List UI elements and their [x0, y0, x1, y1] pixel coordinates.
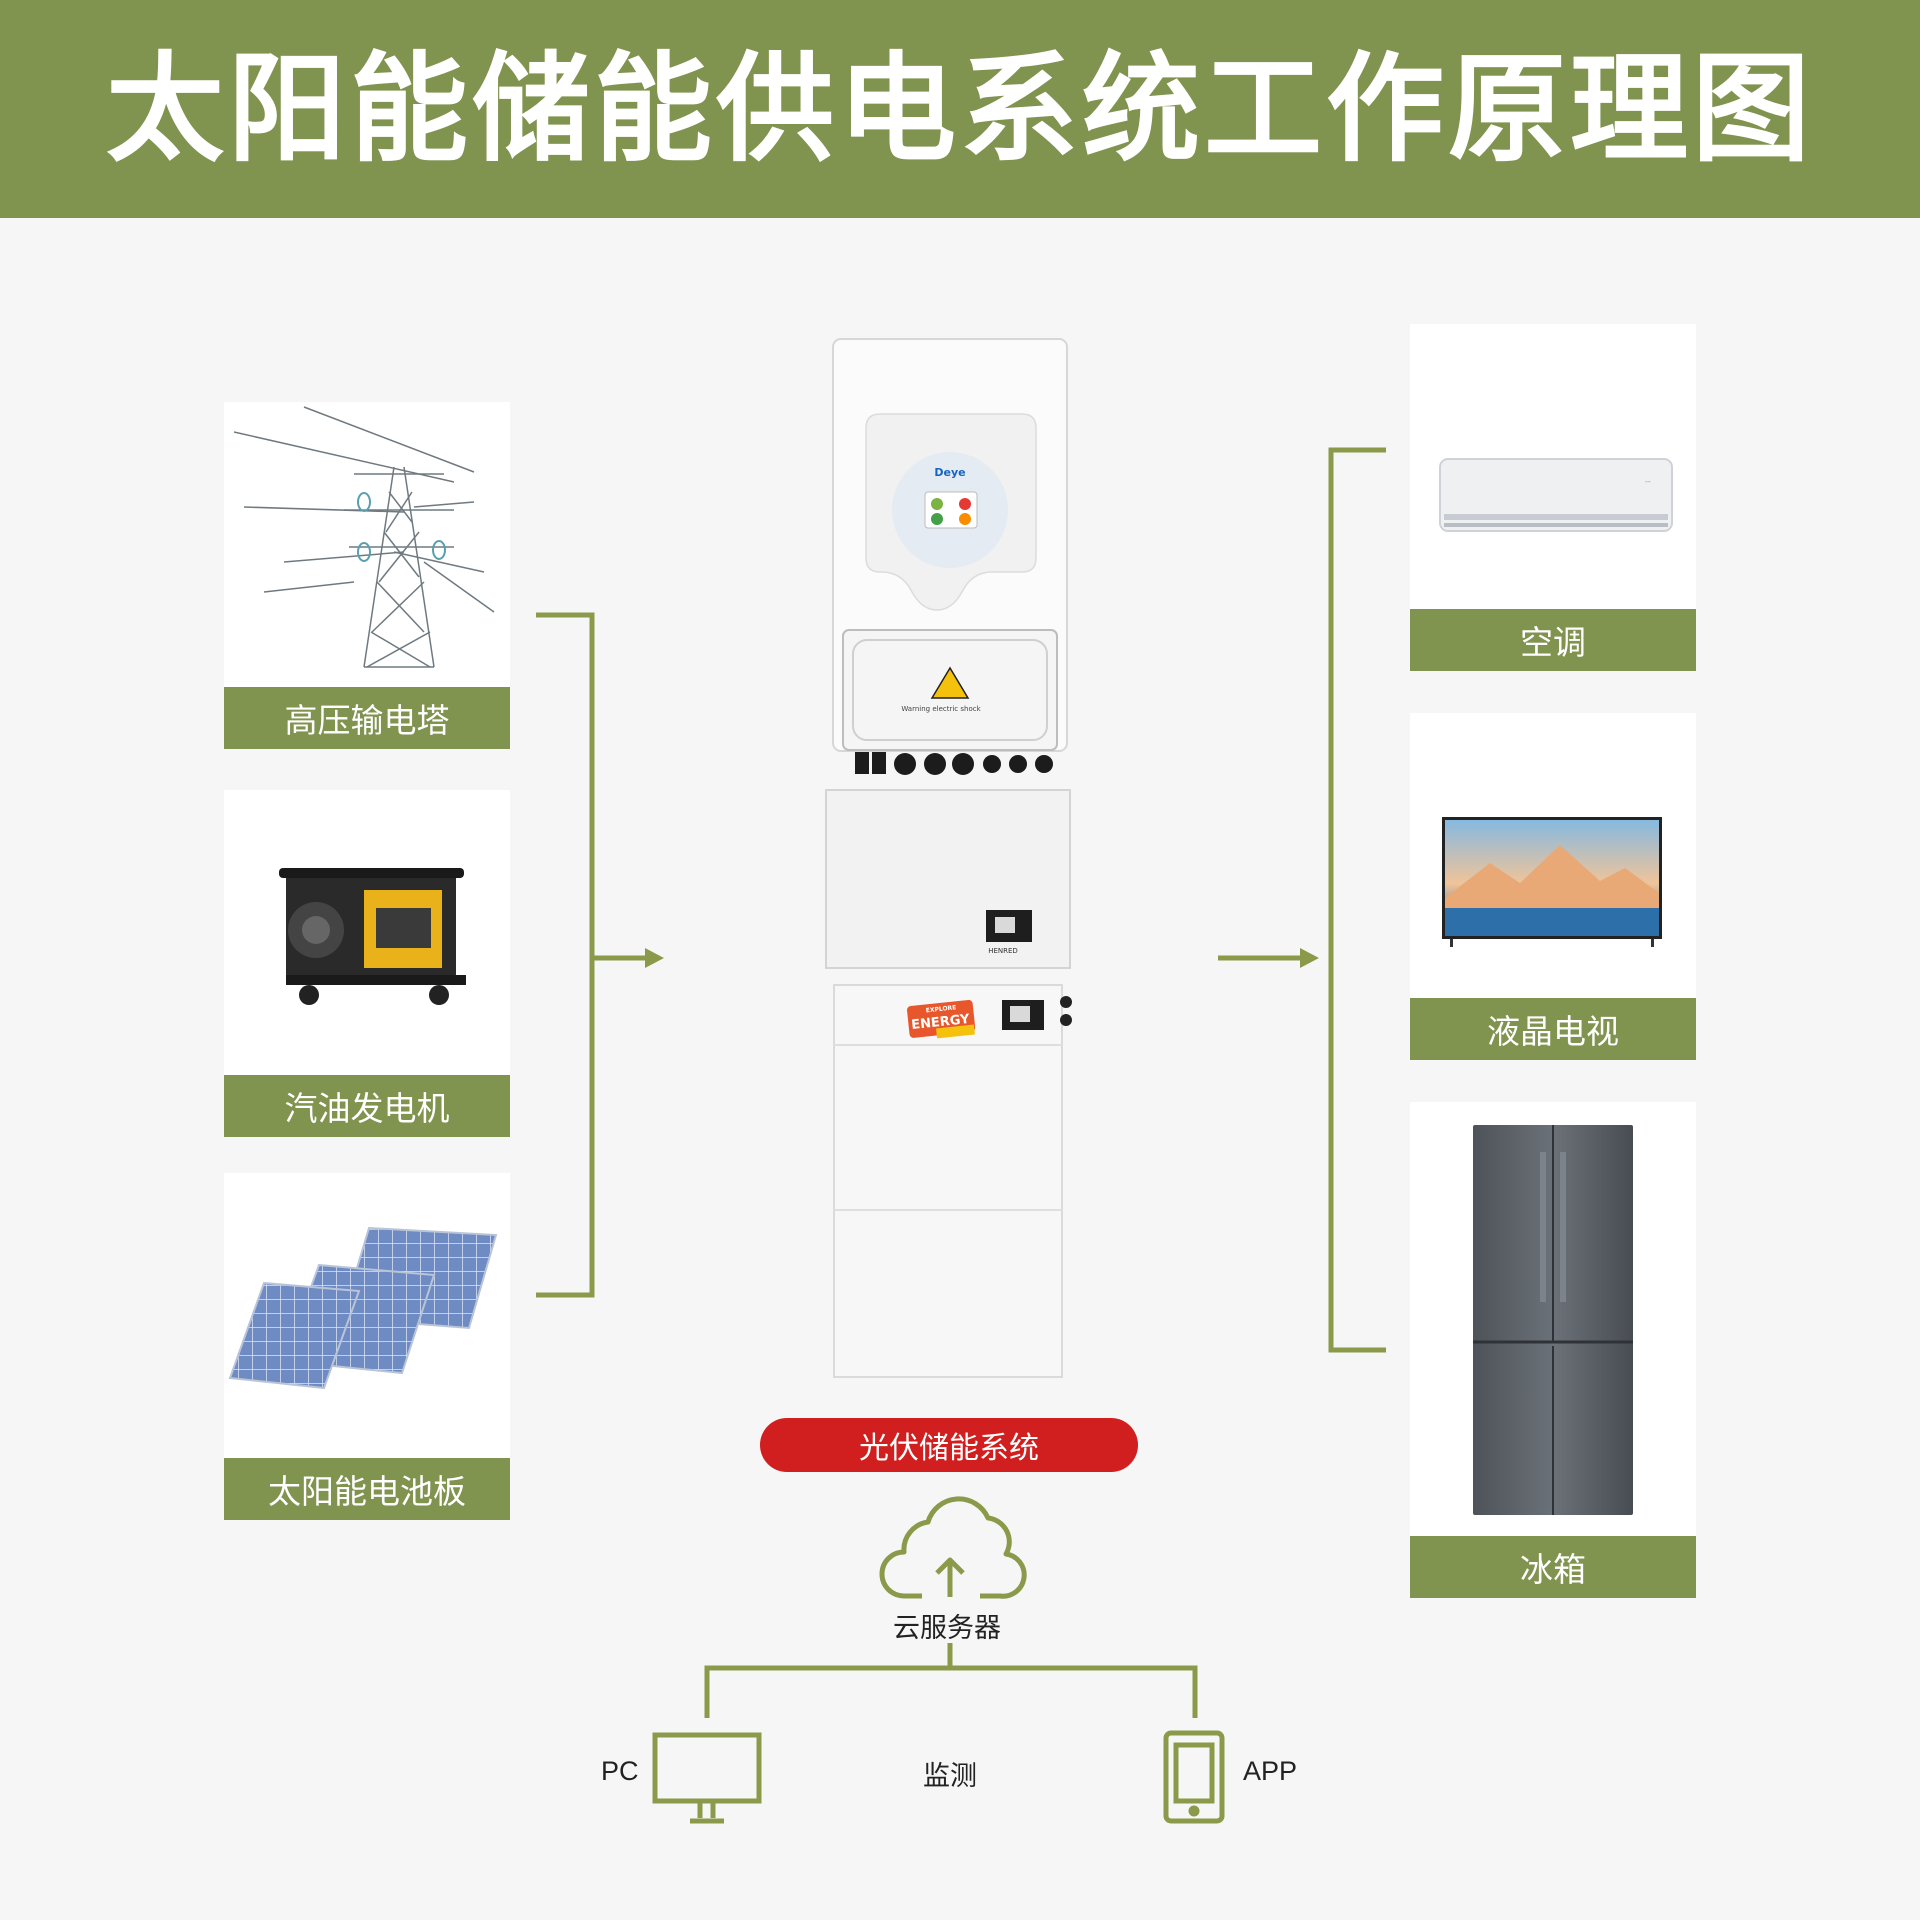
inverter-unit	[832, 338, 1068, 775]
svg-text:--: --	[1645, 477, 1651, 486]
lcd-tv-icon	[1442, 817, 1662, 947]
system-label-pill: 光伏储能系统	[760, 1418, 1138, 1472]
monitor-label: 监测	[923, 1761, 977, 1791]
connector-lines	[536, 447, 1386, 1718]
source-card-solar: 太阳能电池板	[224, 1173, 510, 1520]
inverter-brand: Deye	[934, 466, 965, 479]
cloud-upload-icon	[879, 1496, 1027, 1599]
cloud-server-label: 云服务器	[893, 1613, 1001, 1643]
page-title: 太阳能储能供电系统工作原理图	[105, 40, 1814, 178]
load-label: 冰箱	[1410, 1536, 1696, 1598]
load-label: 液晶电视	[1410, 998, 1696, 1060]
header-banner: 太阳能储能供电系统工作原理图	[0, 0, 1920, 218]
gasoline-generator-icon	[279, 868, 466, 1005]
arrow-to-loads	[1300, 948, 1319, 968]
solar-panel-icon	[228, 1226, 498, 1390]
source-label: 汽油发电机	[224, 1075, 510, 1137]
app-label: APP	[1243, 1756, 1298, 1786]
refrigerator-icon	[1473, 1125, 1633, 1515]
arrow-to-system	[645, 948, 664, 968]
source-label: 高压输电塔	[224, 687, 510, 749]
battery-module-bottom	[833, 984, 1072, 1378]
load-label: 空调	[1410, 609, 1696, 671]
battery-module-top	[825, 789, 1071, 969]
transmission-tower-icon	[233, 406, 495, 668]
source-card-tower: 高压输电塔	[224, 402, 510, 749]
energy-badge-top-text: EXPLORE	[926, 1004, 957, 1014]
load-card-fridge: 冰箱	[1410, 1102, 1696, 1598]
load-card-tv: 液晶电视	[1410, 713, 1696, 1060]
pc-monitor-icon	[652, 1732, 762, 1824]
battery-brand: HENRED	[988, 947, 1018, 955]
source-label: 太阳能电池板	[224, 1458, 510, 1520]
warning-text: Warning electric shock	[901, 705, 981, 713]
air-conditioner-icon: --	[1439, 458, 1673, 532]
load-card-ac: -- 空调	[1410, 324, 1696, 671]
mobile-phone-icon	[1163, 1730, 1225, 1824]
energy-badge-text: ENERGY	[911, 1012, 971, 1033]
pc-label: PC	[601, 1756, 639, 1786]
source-card-generator: 汽油发电机	[224, 790, 510, 1137]
